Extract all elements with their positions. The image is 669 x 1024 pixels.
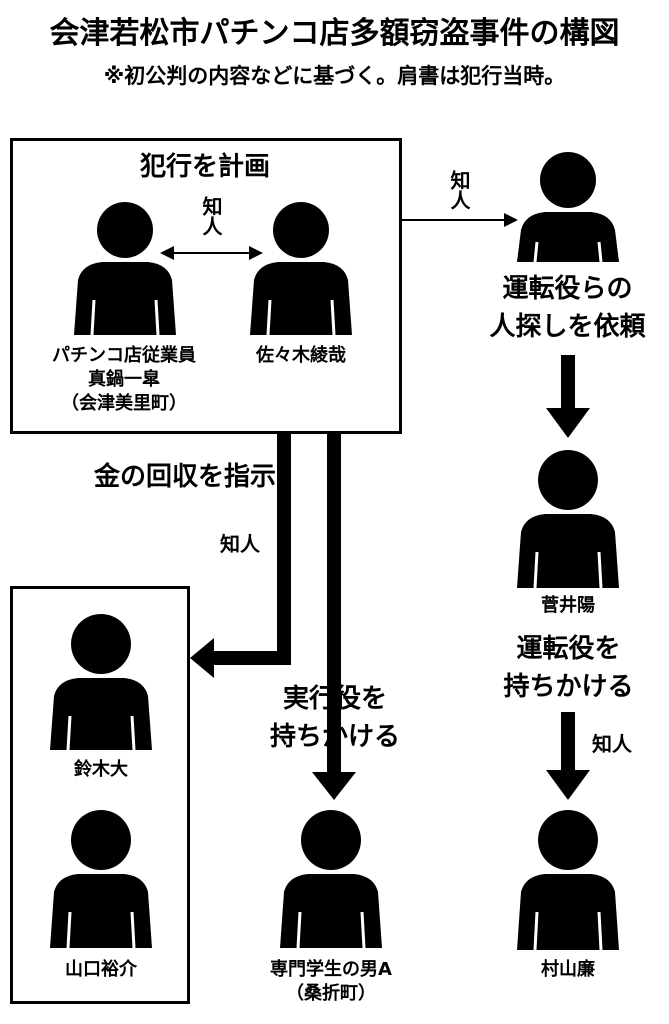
- person-name-sugai: 菅井陽: [541, 595, 595, 616]
- person-name-yamaguchi: 山口裕介: [65, 959, 137, 980]
- collect-acquaintance-label: 知人: [220, 532, 260, 556]
- group-box: [10, 586, 190, 1004]
- arrow-left-icon: [190, 638, 214, 678]
- arrow-down-icon: [546, 770, 590, 800]
- person-name-suzuki: 鈴木大: [74, 759, 128, 780]
- arrow-down-icon: [546, 408, 590, 438]
- diagram-subtitle: ※初公判の内容などに基づく。肩書は犯行当時。: [103, 64, 566, 88]
- person-name-murayama: 村山廉: [541, 959, 595, 980]
- person-icon: [517, 810, 619, 950]
- exec-label: 実行役を 持ちかける: [269, 684, 400, 752]
- person-name-shinnabe: パチンコ店従業員 真鍋一皐 （会津美里町）: [52, 345, 196, 414]
- person-name-sasaki: 佐々木綾哉: [256, 345, 346, 366]
- person-icon: [50, 810, 152, 948]
- person-name-student-a: 専門学生の男A （桑折町）: [270, 959, 392, 1004]
- arrow-down-icon: [312, 772, 356, 800]
- person-icon: [250, 202, 352, 335]
- person-icon: [280, 810, 382, 948]
- person-icon: [517, 152, 619, 262]
- driver-label: 運転役を 持ちかける: [503, 634, 634, 702]
- diagram-title: 会津若松市パチンコ店多額窃盗事件の構図: [49, 16, 620, 51]
- driver-acquaintance-label: 知人: [592, 732, 632, 756]
- person-icon: [517, 450, 619, 588]
- collect-label: 金の回収を指示: [94, 462, 277, 492]
- person-icon: [50, 614, 152, 750]
- planners-acquaintance-label: 知人: [199, 196, 223, 236]
- plan-box: [10, 138, 402, 434]
- collect-connector: [210, 434, 291, 665]
- right-acquaintance-label: 知人: [447, 170, 471, 210]
- arrow-right-icon: [504, 213, 518, 227]
- plan-heading: 犯行を計画: [139, 152, 270, 182]
- recruit-label: 運転役らの 人探しを依頼: [489, 274, 646, 342]
- person-icon: [74, 202, 176, 335]
